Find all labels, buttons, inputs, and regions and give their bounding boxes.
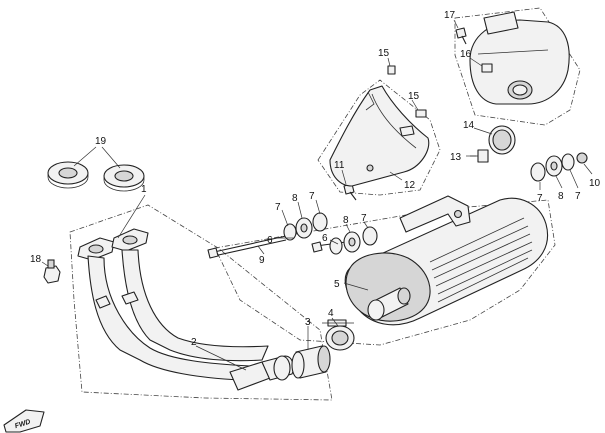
clip-15-upper	[387, 65, 396, 75]
outline-muffler-group	[214, 199, 556, 346]
callout-2: 2	[191, 337, 197, 348]
heat-shield-12	[329, 85, 430, 187]
callout-11: 11	[334, 160, 345, 171]
callout-7a: 7	[275, 202, 281, 213]
callout-7d: 7	[537, 193, 543, 204]
long-bolt-9	[207, 235, 287, 259]
callout-6: 6	[267, 235, 273, 246]
callout-7b: 7	[309, 191, 315, 202]
bolt-18	[43, 259, 61, 284]
callout-4: 4	[328, 308, 334, 319]
callout-10: 10	[589, 178, 601, 189]
callout-7c: 7	[361, 213, 367, 224]
bushing-set-upper	[283, 212, 328, 241]
callout-7e: 7	[575, 191, 581, 202]
callout-8b: 8	[343, 215, 349, 226]
leader-lines	[41, 19, 593, 371]
callout-15b: 15	[408, 91, 420, 102]
bushing-set-lower	[329, 226, 378, 255]
forward-direction-badge: FWD	[3, 409, 45, 433]
gasket-sleeve-3	[291, 345, 331, 379]
callout-13: 13	[450, 152, 462, 163]
mid-pipe-2	[229, 355, 295, 391]
end-cap-16	[469, 11, 570, 105]
muffler-5	[344, 195, 548, 326]
washer-19-left	[47, 161, 89, 189]
header-pipe-1	[77, 228, 269, 381]
clip-15-lower	[415, 109, 427, 118]
callout-16: 16	[460, 49, 472, 60]
gasket-ring-14	[488, 125, 516, 155]
outline-end-cap-group	[454, 7, 581, 126]
callout-14: 14	[463, 120, 475, 131]
bushing-set-right	[530, 152, 588, 182]
fwd-label: FWD	[14, 419, 31, 431]
callout-9: 9	[259, 255, 265, 266]
bolt-17	[455, 27, 467, 45]
clamp-4	[322, 319, 355, 351]
callout-8a: 8	[292, 193, 298, 204]
callout-17: 17	[444, 10, 456, 21]
callout-1: 1	[141, 184, 147, 195]
callout-5: 5	[334, 279, 340, 290]
callout-6b: 6	[322, 233, 328, 244]
washer-19-right	[103, 164, 145, 192]
callout-8c: 8	[558, 191, 564, 202]
callout-3: 3	[305, 317, 311, 328]
callout-15a: 15	[378, 48, 390, 59]
callout-18: 18	[30, 254, 42, 265]
callout-19: 19	[95, 136, 107, 147]
callout-12: 12	[404, 180, 416, 191]
